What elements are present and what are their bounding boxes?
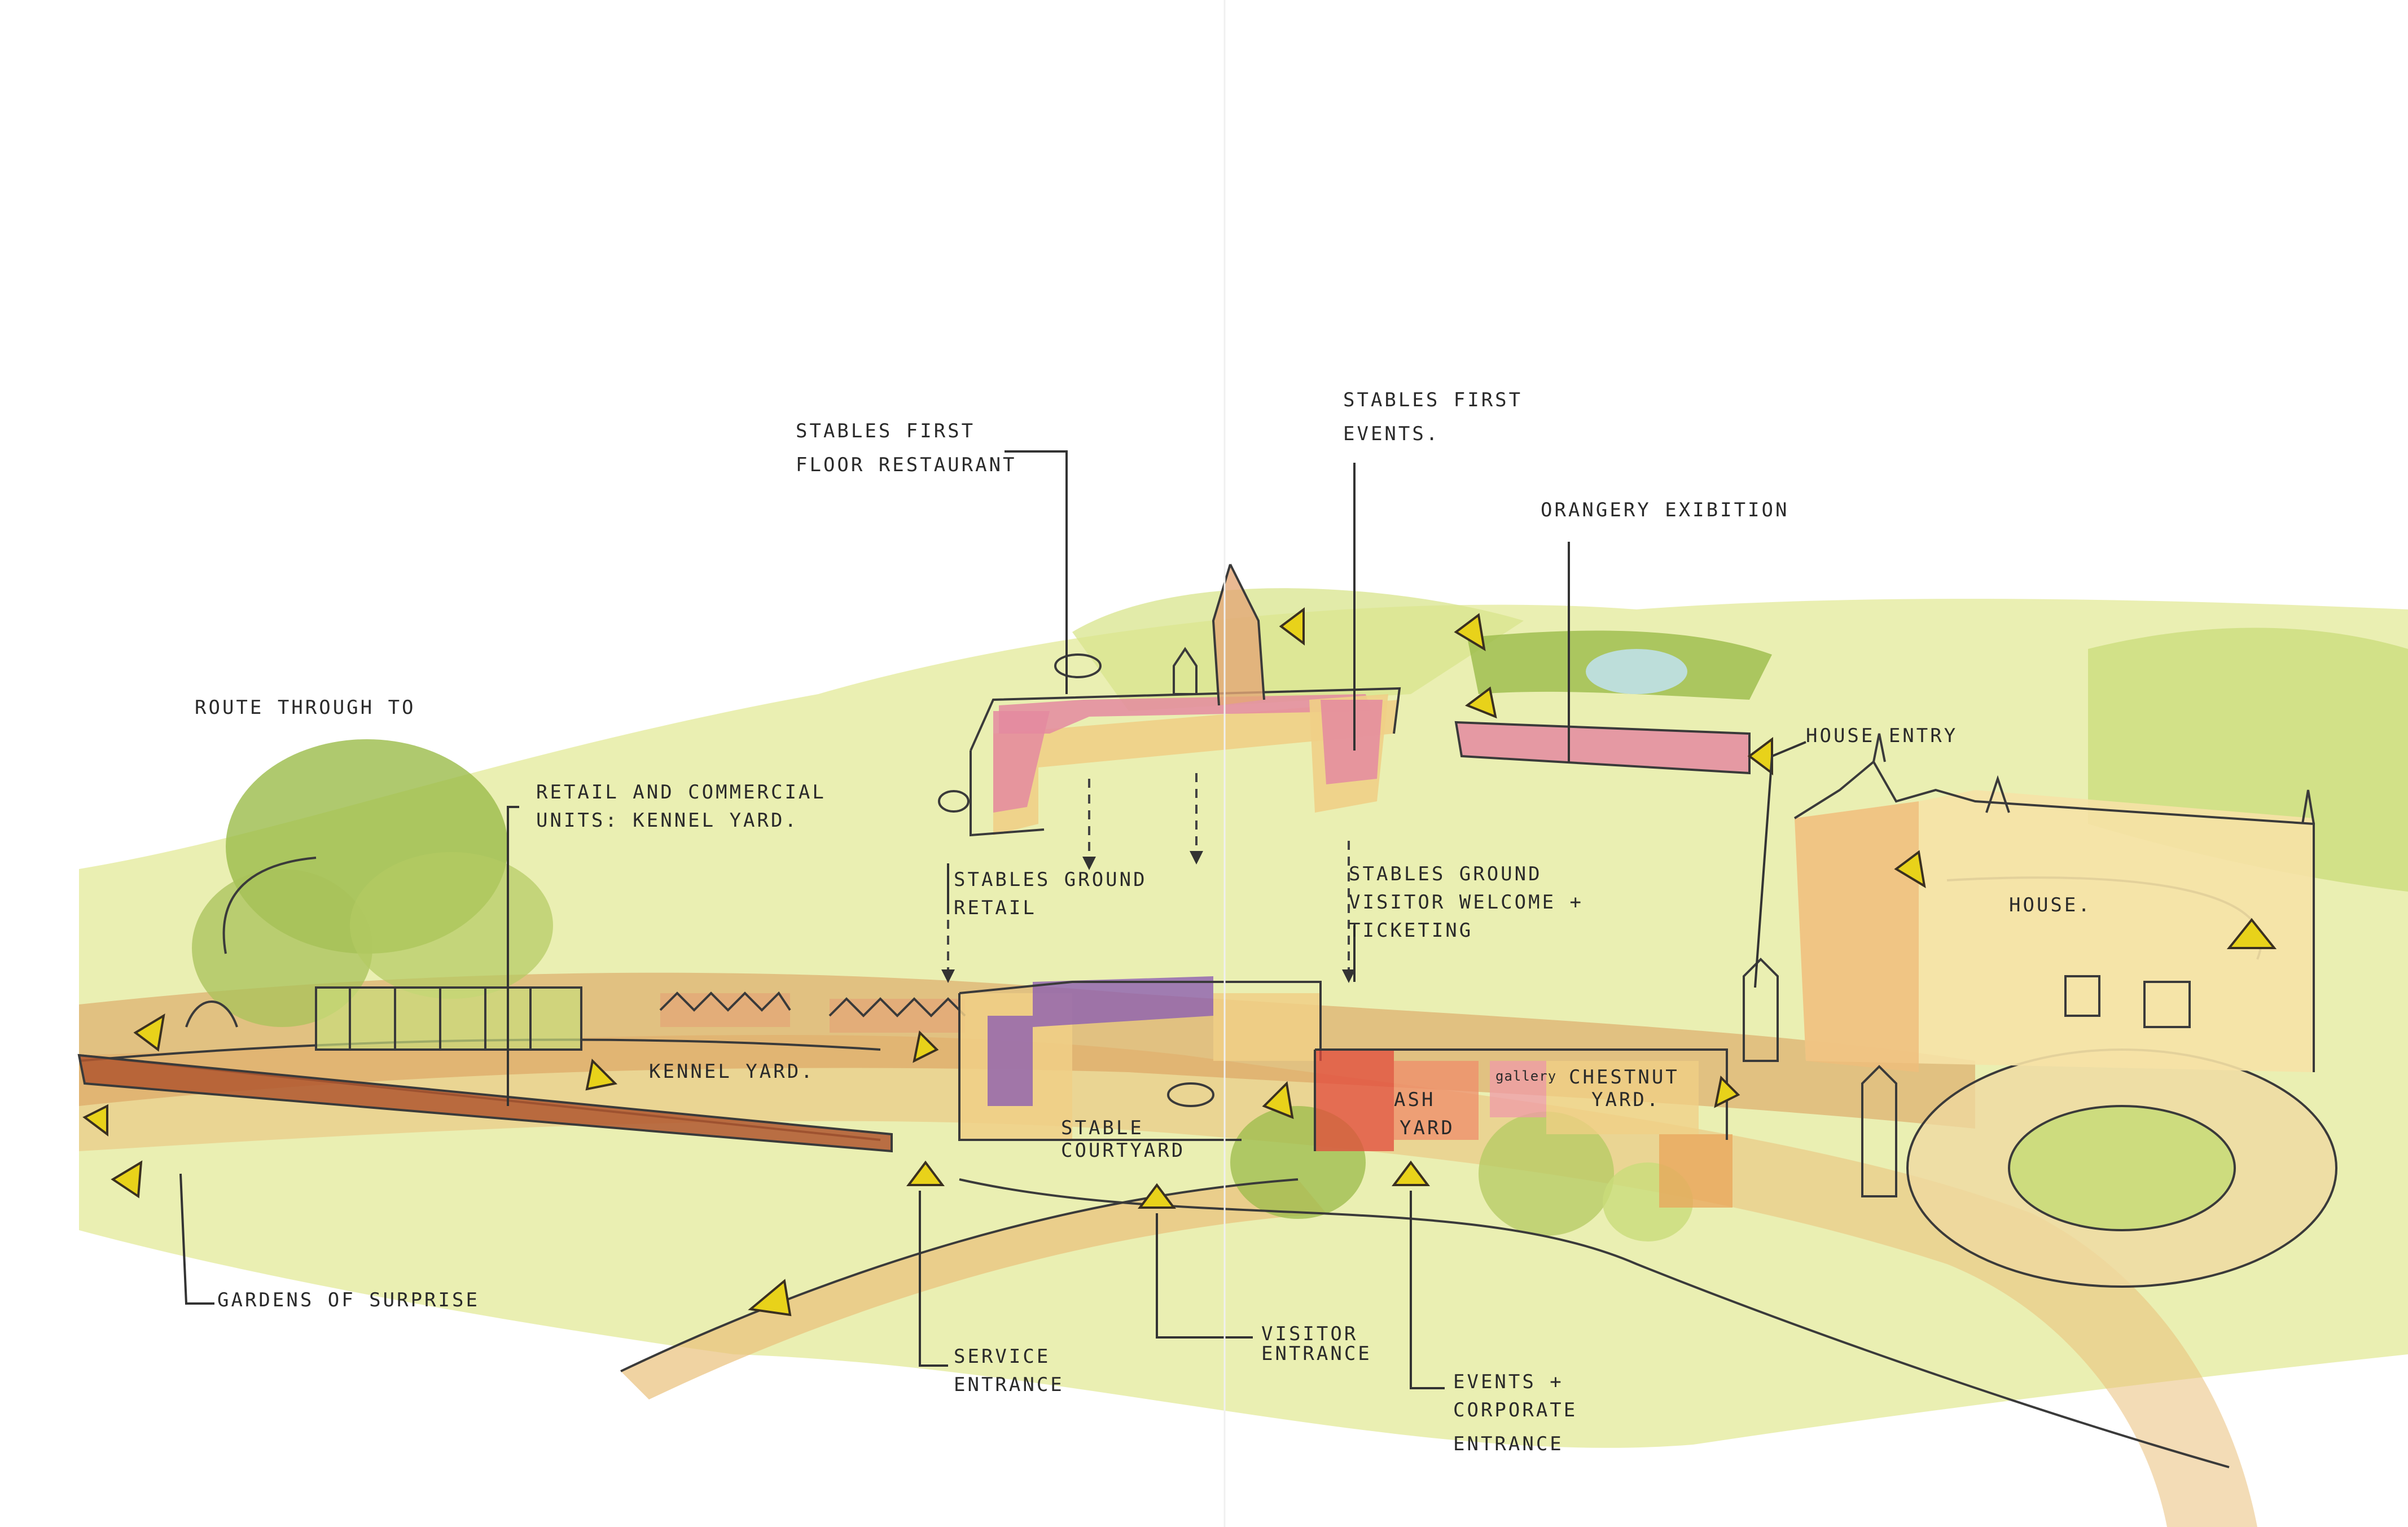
chestnut-arrow [1714,1075,1740,1108]
label-route-through-to: ROUTE THROUGH TO [195,696,416,719]
kennel-yard-buildings [315,986,966,1051]
long-range-building [77,1054,893,1153]
label-events-corporate-3: ENTRANCE [1453,1433,1564,1455]
route-arrow-kennel-2 [913,1030,939,1063]
route-arrow-left [133,1013,165,1052]
tree-chestnut [1479,1112,1614,1236]
label-stables-ground-retail-2: RETAIL [954,897,1037,919]
label-house: HOUSE. [2009,894,2092,916]
label-visitor-entrance-2: ENTRANCE [1261,1342,1372,1365]
label-retail-commercial-1: RETAIL AND COMMERCIAL [536,781,826,804]
stable-courtyard-buildings [958,976,1322,1141]
route-arrow-left-2 [82,1104,108,1137]
visitor-entrance-arrow [1138,1183,1176,1209]
label-stables-first-events-1: STABLES FIRST [1343,389,1523,411]
label-chestnut-yard-2: YARD. [1591,1089,1660,1111]
label-kennel-yard: KENNEL YARD. [649,1060,815,1083]
route-arrow-kennel [585,1058,618,1091]
ash-chestnut-buildings [1314,1048,1732,1208]
label-stables-first-restaurant-2: FLOOR RESTAURANT [796,454,1017,476]
circulation-arrows [82,607,2277,1317]
label-stable-courtyard-2: COURTYARD [1061,1139,1185,1162]
label-stable-courtyard-1: STABLE [1061,1117,1144,1139]
tree-cluster-left-3 [350,852,553,999]
stables-upper-block [938,564,1401,837]
route-arrow-gardens [111,1160,143,1199]
restaurant-arrow [1279,607,1305,646]
label-gallery: gallery [1495,1068,1556,1084]
label-service-entrance-2: ENTRANCE [954,1374,1064,1396]
label-stables-ground-retail-1: STABLES GROUND [954,868,1147,891]
service-entrance-arrow [906,1160,945,1186]
events-arrow [1454,613,1486,651]
label-house-entry: HOUSE ENTRY [1806,725,1958,747]
ash-yard-arrow [1262,1081,1294,1120]
lane-arrow [748,1279,792,1317]
pond [1586,649,1687,694]
label-ash-yard-1: ASH [1394,1089,1435,1111]
orangery [1454,721,1751,775]
house-arrow-2 [2226,918,2277,949]
label-events-corporate-1: EVENTS + [1453,1371,1564,1393]
house-arrow-1 [1894,850,1926,888]
label-chestnut-yard-1: CHESTNUT [1569,1066,1679,1089]
lane-diagonal [621,1179,1326,1399]
orangery-arrow [1464,686,1497,719]
label-ash-yard-2: YARD [1400,1117,1455,1139]
label-visitor-entrance-1: VISITOR [1261,1323,1358,1345]
leader-lines [179,450,1806,1389]
label-orangery-exhibition: ORANGERY EXIBITION [1541,499,1789,521]
label-stables-ground-visitor-2: VISITOR WELCOME + [1349,891,1584,914]
label-stables-first-events-2: EVENTS. [1343,423,1440,445]
label-service-entrance-1: SERVICE [954,1345,1050,1368]
vertical-dash-markers [941,773,1356,983]
labels: STABLES FIRST FLOOR RESTAURANT STABLES F… [195,389,2092,1455]
house-building [1743,733,2315,1197]
grass-upper-left [1072,588,1524,711]
label-gardens-of-surprise: GARDENS OF SURPRISE [217,1289,480,1311]
lawn-oval-inner [2009,1106,2235,1230]
label-retail-commercial-2: UNITS: KENNEL YARD. [536,809,799,832]
label-stables-first-restaurant-1: STABLES FIRST [796,420,975,442]
label-stables-ground-visitor-3: TICKETING [1349,919,1473,942]
label-events-corporate-2: CORPORATE [1453,1399,1577,1421]
label-stables-ground-visitor-1: STABLES GROUND [1349,863,1542,885]
events-entrance-arrow [1392,1160,1430,1186]
